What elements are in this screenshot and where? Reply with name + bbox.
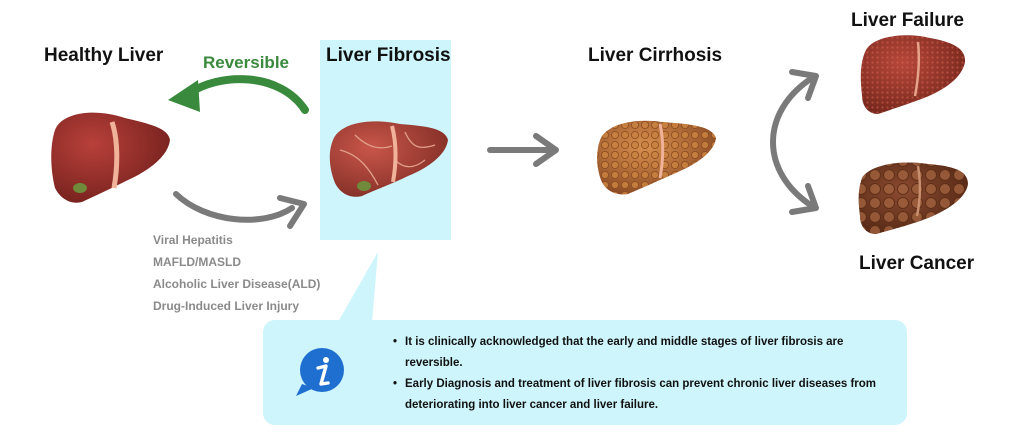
failure-liver-image [860, 35, 966, 114]
healthy-liver-title: Healthy Liver [44, 45, 164, 66]
causes-list: Viral Hepatitis MAFLD/MASLD Alcoholic Li… [153, 229, 320, 317]
cirrhosis-liver-image [597, 120, 716, 195]
fibrosis-to-cirrhosis-arrow [487, 133, 559, 167]
progression-arrow [173, 191, 307, 229]
branch-arrow [770, 69, 819, 215]
fibrosis-title: Liver Fibrosis [326, 45, 451, 66]
cause-item: Drug-Induced Liver Injury [153, 299, 300, 313]
info-bullet: It is clinically acknowledged that the e… [393, 332, 883, 374]
cirrhosis-title: Liver Cirrhosis [588, 45, 723, 66]
callout-pointer [338, 252, 378, 322]
cause-item: Alcoholic Liver Disease(ALD) [153, 277, 321, 291]
reversible-arrow [168, 75, 309, 114]
reversible-label: Reversible [203, 53, 289, 72]
info-icon [296, 348, 344, 396]
cancer-liver-image [858, 162, 968, 234]
info-bullet: Early Diagnosis and treatment of liver f… [393, 374, 883, 416]
cause-item: Viral Hepatitis [153, 233, 233, 247]
failure-title: Liver Failure [851, 10, 964, 31]
healthy-liver-image [51, 112, 170, 203]
fibrosis-liver-image [329, 121, 448, 197]
info-bullets: It is clinically acknowledged that the e… [393, 332, 883, 416]
cancer-title: Liver Cancer [859, 253, 975, 274]
cause-item: MAFLD/MASLD [153, 255, 241, 269]
